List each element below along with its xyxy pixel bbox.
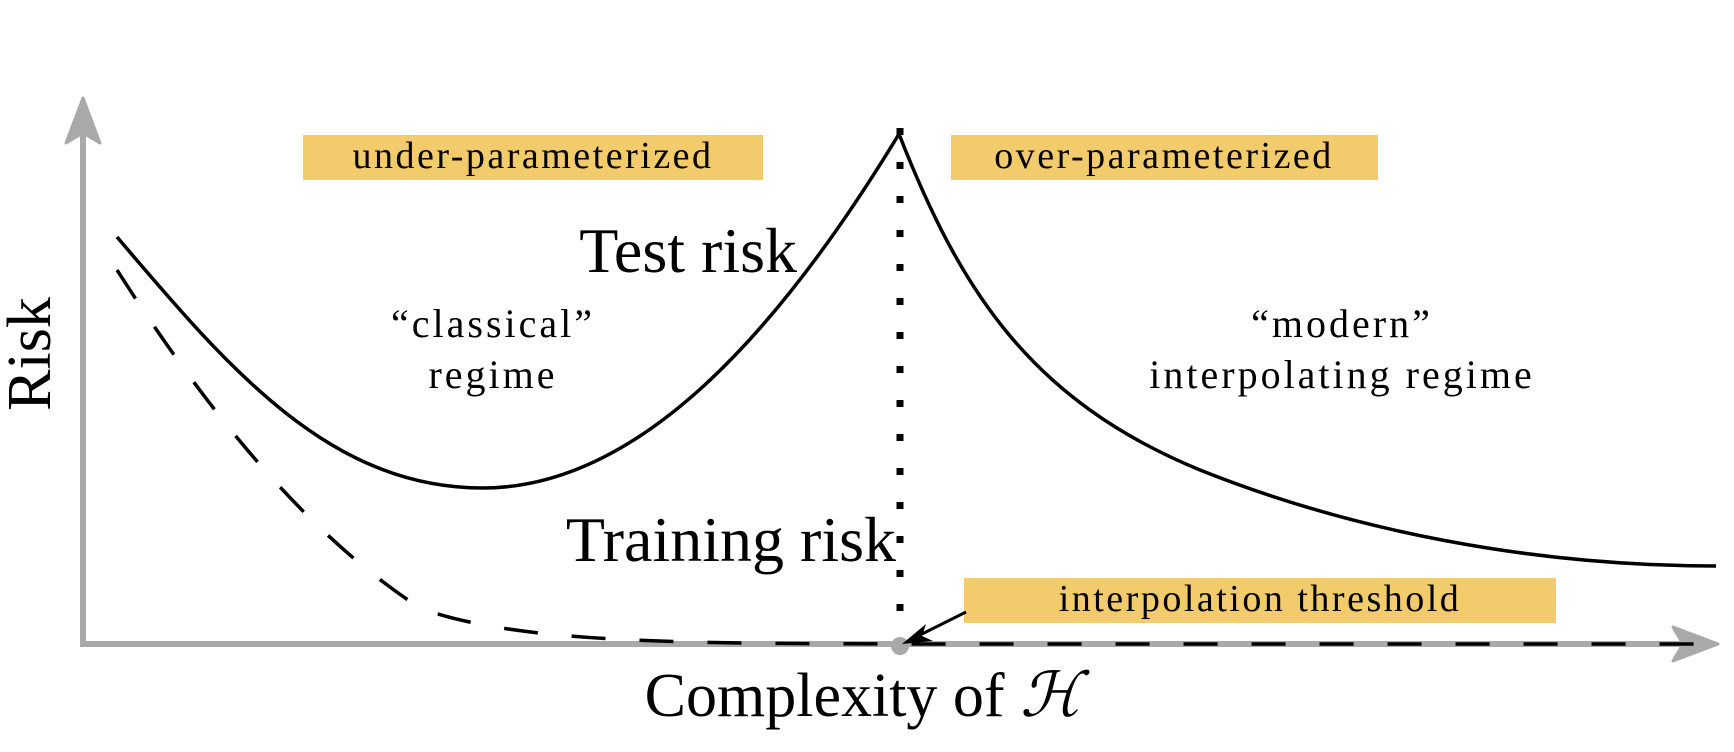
test-risk-label: Test risk xyxy=(579,215,797,286)
hypothesis-class-symbol: ℋ xyxy=(1020,662,1090,730)
interpolation-threshold-label: interpolation threshold xyxy=(1059,578,1462,620)
under-parameterized-highlight xyxy=(303,135,763,180)
threshold-point xyxy=(891,637,909,655)
threshold-arrowhead-icon xyxy=(902,624,933,644)
x-axis-label-text: Complexity of xyxy=(645,662,1020,730)
interpolation-threshold-highlight xyxy=(964,578,1556,623)
training-risk-label: Training risk xyxy=(566,504,896,575)
threshold-pointer xyxy=(917,610,967,638)
y-axis-arrow-icon xyxy=(64,96,102,145)
over-parameterized-highlight xyxy=(951,135,1378,180)
over-parameterized-label: over-parameterized xyxy=(994,135,1334,177)
training-risk-curve xyxy=(115,269,1718,646)
modern-regime-line1: “modern” xyxy=(1251,301,1433,346)
classical-regime-line2: regime xyxy=(428,352,557,397)
x-axis-label: Complexity of ℋ xyxy=(645,662,1090,730)
test-risk-curve xyxy=(115,130,1717,568)
y-axis-label: Risk xyxy=(0,297,64,411)
under-parameterized-label: under-parameterized xyxy=(352,135,713,177)
modern-regime-line2: interpolating regime xyxy=(1149,352,1534,397)
classical-regime-line1: “classical” xyxy=(391,301,595,346)
